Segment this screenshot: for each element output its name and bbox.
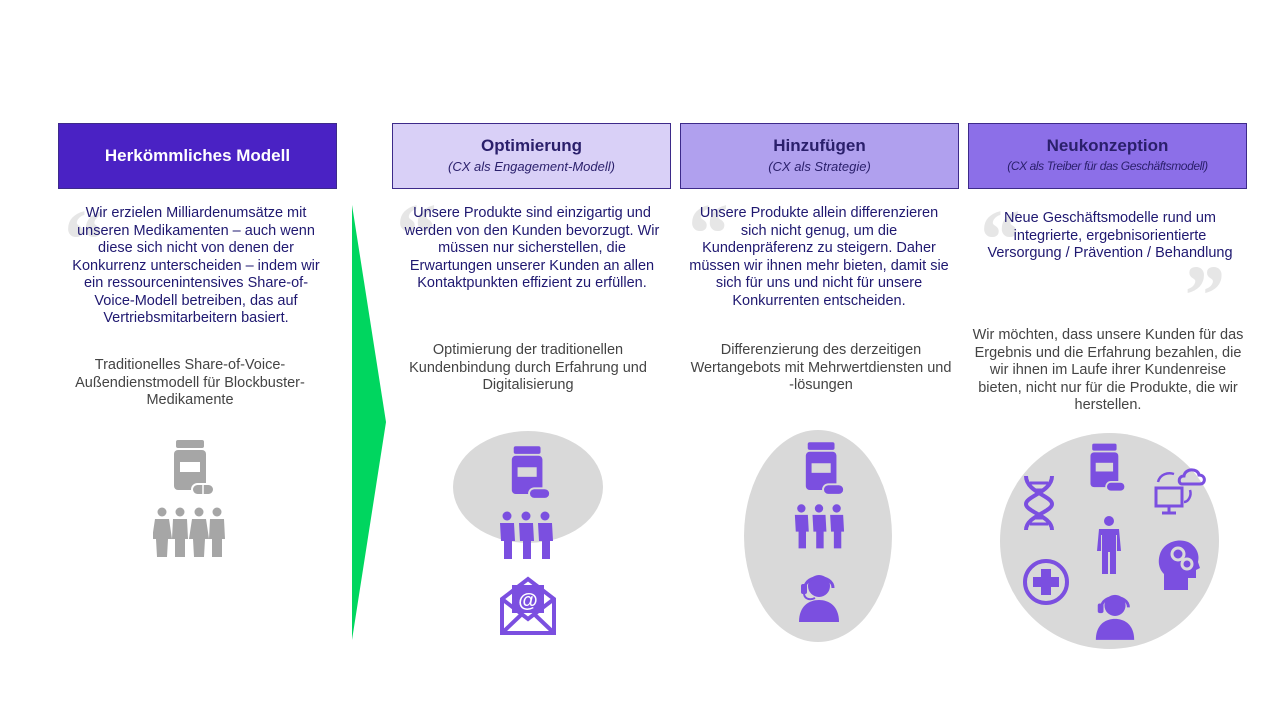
quote-mark-close: ” (1180, 247, 1223, 343)
dna-icon (1023, 475, 1055, 531)
description-text: Traditionelles Share-of-Voice-Außendiens… (75, 357, 305, 408)
medical-cross-icon (1023, 559, 1069, 605)
pill-bottle-icon (174, 440, 215, 496)
brain-gears-icon (1158, 540, 1200, 590)
header-add: Hinzufügen (CX als Strategie) (680, 123, 959, 189)
header-reconception: Neukonzeption (CX als Treiber für das Ge… (968, 123, 1247, 189)
header-title: Optimierung (480, 136, 583, 155)
description-text: Differenzierung des derzeitigen Wertange… (690, 342, 952, 393)
people-group-icon (500, 511, 553, 559)
pill-bottle-icon (805, 442, 846, 496)
description-text: Optimierung der traditionellen Kundenbin… (409, 342, 647, 393)
quote-mark-open: “ (684, 185, 727, 281)
quote-mark-open: “ (392, 185, 435, 281)
email-icon: @ (500, 576, 556, 635)
cloud-computer-icon (1154, 468, 1206, 515)
header-subtitle: (CX als Strategie) (768, 159, 871, 174)
quote-text: Unsere Produkte allein differenzieren si… (689, 205, 949, 309)
pill-bottle-icon (511, 446, 552, 500)
svg-text:@: @ (518, 590, 538, 612)
pill-bottle-icon (1090, 443, 1127, 493)
header-optimization: Optimierung (CX als Engagement-Modell) (392, 123, 671, 189)
people-group-icon (794, 504, 845, 549)
person-icon (1097, 516, 1121, 574)
call-center-agent-icon (799, 575, 839, 622)
quote-text: Wir erzielen Milliardenumsätze mit unser… (72, 205, 320, 326)
header-title: Neukonzeption (1046, 136, 1169, 155)
quote-mark-open: “ (976, 191, 1019, 287)
progression-arrow (352, 205, 386, 640)
quote-mark-open: “ (60, 191, 103, 287)
description-text: Wir möchten, dass unsere Kunden für das … (972, 327, 1244, 413)
header-title: Herkömmliches Modell (104, 146, 291, 165)
header-subtitle: (CX als Treiber für das Geschäftsmodell) (1007, 159, 1208, 173)
people-group-icon (153, 507, 225, 557)
quote-text: Unsere Produkte sind einzigartig und wer… (404, 205, 660, 291)
quote-text: Neue Geschäftsmodelle rund um integriert… (987, 210, 1233, 261)
header-title: Hinzufügen (773, 136, 866, 155)
header-traditional-model: Herkömmliches Modell (58, 123, 337, 189)
header-subtitle: (CX als Engagement-Modell) (448, 159, 615, 174)
call-center-agent-icon (1095, 594, 1135, 640)
